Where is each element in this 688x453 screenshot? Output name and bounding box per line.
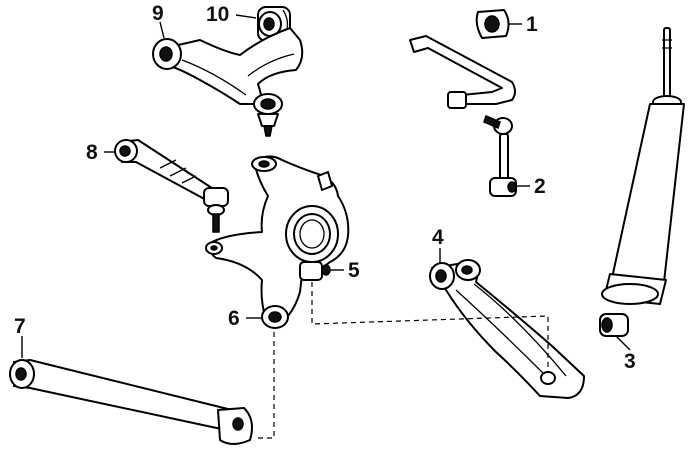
rear-knuckle: [205, 155, 350, 329]
part-4-lower-control-arm: [429, 259, 585, 399]
callout-5: 5: [348, 259, 360, 282]
callout-2: 2: [534, 175, 546, 198]
part-2-stabilizer-link: [483, 114, 517, 197]
callout-10: 10: [206, 3, 229, 26]
callout-4: 4: [432, 226, 444, 249]
part-9-upper-control-arm: [152, 27, 304, 137]
part-10-bushing: [257, 6, 291, 42]
assembly-dashed-lines: [256, 282, 549, 439]
callout-1: 1: [526, 13, 538, 36]
leader-lines: [21, 14, 631, 358]
callout-6: 6: [228, 307, 240, 330]
callout-9: 9: [152, 2, 164, 25]
part-7-lateral-link: [9, 359, 253, 445]
callout-3: 3: [624, 350, 636, 373]
stabilizer-bar: [409, 35, 516, 109]
part-1-stabilizer-bushing: [475, 9, 510, 39]
part-8-toe-link: [114, 139, 229, 233]
callout-8: 8: [86, 141, 98, 164]
callout-7: 7: [14, 315, 26, 338]
part-5-bushing: [299, 261, 331, 281]
part-3-shock-absorber: [599, 27, 685, 337]
